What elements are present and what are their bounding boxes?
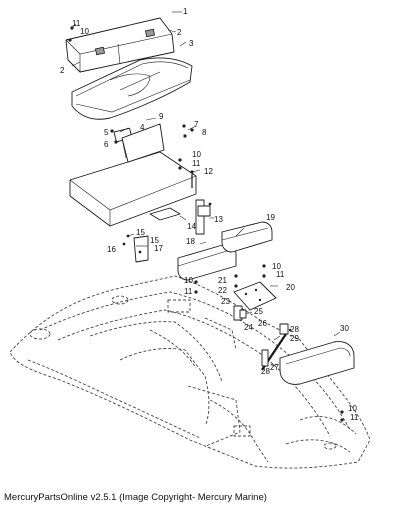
- callout-11-left: 11: [184, 287, 193, 296]
- fasteners-misc: [68, 26, 344, 422]
- callout-1: 1: [183, 7, 188, 16]
- seat-backrest: [65, 17, 175, 73]
- mounting-plate-small: [149, 207, 181, 221]
- callout-6: 6: [104, 140, 109, 149]
- boat-hull-outline: [9, 275, 371, 469]
- callout-24: 24: [244, 323, 253, 332]
- callout-14: 14: [187, 222, 196, 231]
- callout-4: 4: [140, 123, 145, 132]
- callout-27: 27: [270, 363, 279, 372]
- callout-28-lower: 28: [261, 367, 270, 376]
- callout-10-bottom: 10: [348, 404, 357, 413]
- callout-11-bottom: 11: [350, 413, 359, 422]
- callout-15-upper: 15: [136, 228, 145, 237]
- callout-23: 23: [221, 297, 230, 306]
- callout-20: 20: [286, 283, 295, 292]
- callout-10-left: 10: [184, 276, 193, 285]
- callout-13: 13: [214, 215, 223, 224]
- callout-17: 17: [154, 244, 163, 253]
- copyright-caption: MercuryPartsOnline v2.5.1 (Image Copyrig…: [4, 492, 267, 503]
- callout-18: 18: [186, 237, 195, 246]
- callout-2-left: 2: [60, 66, 65, 75]
- leader-lines: [71, 11, 341, 367]
- mounting-plate-20: [233, 281, 277, 311]
- callout-3: 3: [189, 39, 194, 48]
- seat-cushion: [71, 57, 193, 120]
- callout-9: 9: [159, 112, 164, 121]
- storage-lid-30: [279, 341, 355, 385]
- callout-16: 16: [107, 245, 116, 254]
- callout-15-lower: 15: [150, 236, 159, 245]
- callout-2-right: 2: [177, 28, 182, 37]
- callout-7: 7: [194, 120, 199, 129]
- callout-19: 19: [266, 213, 275, 222]
- seat-base-panel: [69, 123, 197, 227]
- callout-26: 26: [258, 319, 267, 328]
- callout-22: 22: [218, 286, 227, 295]
- callout-21: 21: [218, 276, 227, 285]
- callout-5: 5: [104, 128, 109, 137]
- callout-8: 8: [202, 128, 207, 137]
- callout-12: 12: [204, 167, 213, 176]
- callout-11-mid: 11: [192, 159, 201, 168]
- callout-10-mid: 10: [192, 150, 201, 159]
- cushion-19: [221, 221, 273, 253]
- callout-25: 25: [254, 307, 263, 316]
- callout-11-right: 11: [276, 270, 285, 279]
- fasteners-21-22: [234, 274, 238, 288]
- callout-28-upper: 28: [290, 325, 299, 334]
- bracket-assembly: [122, 234, 149, 263]
- callout-10-right: 10: [272, 262, 281, 271]
- callout-11-top: 11: [72, 19, 81, 28]
- seat-latch: [195, 199, 212, 235]
- bracket-23-25: [233, 305, 247, 321]
- gas-strut: [261, 323, 292, 371]
- callout-29: 29: [290, 334, 299, 343]
- callout-10-top: 10: [80, 27, 89, 36]
- callouts: 1 2 2 3 11 10 4 5 6 7 8 9 10 11 12 13 14…: [60, 7, 359, 422]
- callout-30: 30: [340, 324, 349, 333]
